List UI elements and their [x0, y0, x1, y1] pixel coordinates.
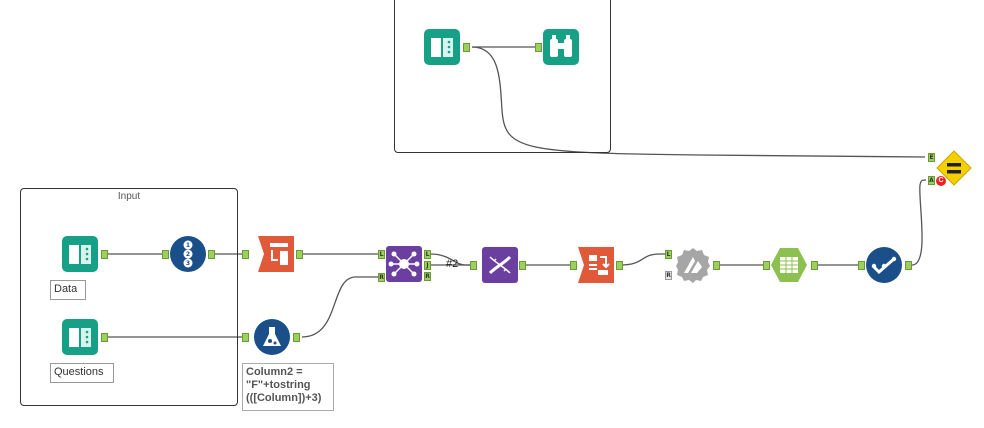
fuzzy-match-icon — [676, 248, 710, 283]
book-input-icon — [62, 319, 98, 355]
svg-text:2: 2 — [186, 251, 190, 258]
anchor-test-E[interactable]: E — [928, 153, 935, 162]
anchor-dna-in[interactable] — [470, 261, 477, 270]
input-tool-data[interactable] — [62, 236, 98, 272]
container-input-title: Input — [117, 191, 141, 202]
fuzzy-match-tool[interactable] — [675, 247, 711, 283]
anchor-textcol-in[interactable] — [763, 261, 770, 270]
anchor-recordid-in[interactable] — [162, 250, 169, 259]
anchor-data-out[interactable] — [101, 250, 108, 259]
connection-select-test — [911, 179, 927, 266]
anchor-join-left[interactable]: L — [378, 250, 385, 259]
svg-text:3: 3 — [186, 260, 190, 267]
anchor-formula-in[interactable] — [242, 333, 249, 342]
formula-annotation: Column2 = "F"+tostring (([Column])+3) — [242, 363, 334, 411]
data-annotation: Data — [50, 280, 86, 300]
crosstab-icon — [578, 247, 614, 283]
transpose-icon — [258, 236, 294, 272]
test-tool[interactable] — [936, 150, 972, 186]
connection-formula-joinR — [301, 276, 378, 338]
anchor-textcol-out[interactable] — [811, 261, 818, 270]
anchor-fuzzy-right[interactable]: R — [665, 271, 672, 280]
anchor-dna-out[interactable] — [519, 261, 526, 270]
record-id-tool[interactable]: 1 2 3 — [170, 236, 206, 272]
anchor-crosstab-in[interactable] — [570, 261, 577, 270]
text-to-columns-tool[interactable] — [771, 247, 807, 283]
input-tool-top[interactable] — [424, 29, 460, 65]
join-icon — [386, 246, 422, 282]
text-to-columns-icon — [771, 248, 807, 282]
anchor-join-out-J[interactable]: J — [424, 261, 431, 270]
anchor-crosstab-out[interactable] — [616, 261, 623, 270]
anchor-recordid-out[interactable] — [208, 250, 215, 259]
anchor-test-A[interactable]: A — [928, 176, 935, 185]
record-id-icon: 1 2 3 — [170, 236, 206, 272]
svg-text:1: 1 — [186, 242, 190, 249]
anchor-join-out-R[interactable]: R — [424, 272, 431, 281]
dna-tool[interactable] — [482, 247, 518, 283]
anchor-questions-out[interactable] — [101, 333, 108, 342]
container-top[interactable] — [394, 0, 611, 153]
anchor-transpose-out[interactable] — [296, 250, 303, 259]
questions-annotation: Questions — [50, 363, 114, 383]
anchor-join-out-L[interactable]: L — [424, 250, 431, 259]
join-tool[interactable] — [386, 246, 422, 282]
input-tool-questions[interactable] — [62, 319, 98, 355]
anchor-fuzzy-left[interactable]: L — [665, 250, 672, 259]
formula-tool[interactable] — [254, 319, 290, 355]
browse-tool[interactable] — [543, 29, 579, 65]
book-input-icon — [62, 236, 98, 272]
select-check-icon — [866, 247, 902, 283]
anchor-transpose-in[interactable] — [242, 250, 249, 259]
anchor-browse-in[interactable] — [535, 43, 542, 52]
anchor-input-top-out[interactable] — [463, 43, 470, 52]
anchor-join-right[interactable]: R — [378, 273, 385, 282]
connection-crosstab-fuzzy — [619, 253, 665, 266]
anchor-select-in[interactable] — [858, 261, 865, 270]
binoculars-icon — [543, 29, 579, 65]
dna-icon — [482, 247, 518, 283]
transpose-tool[interactable] — [258, 236, 294, 272]
anchor-select-out[interactable] — [905, 261, 912, 270]
error-icon: C — [936, 176, 946, 186]
connection-label-join-dna: #2 — [446, 258, 459, 270]
formula-flask-icon — [254, 319, 290, 355]
select-tool[interactable] — [866, 247, 902, 283]
anchor-formula-out[interactable] — [293, 333, 300, 342]
container-input[interactable]: Input — [20, 188, 238, 406]
connection-input-test — [471, 46, 926, 158]
anchor-fuzzy-out[interactable] — [713, 261, 720, 270]
book-input-icon — [424, 29, 460, 65]
crosstab-tool[interactable] — [578, 247, 614, 283]
test-equal-icon — [936, 150, 972, 186]
